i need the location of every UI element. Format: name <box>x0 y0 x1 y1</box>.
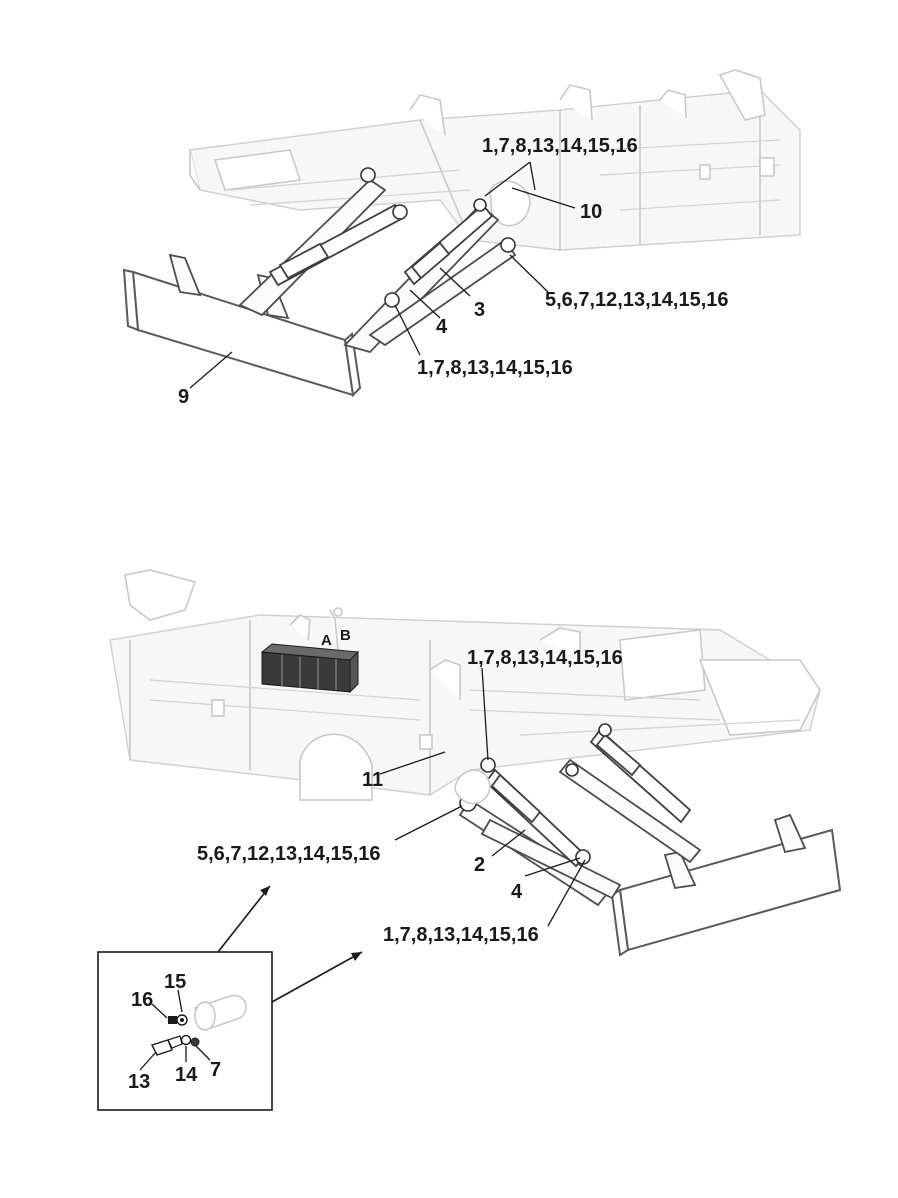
detail-callout-7: 7 <box>210 1059 221 1081</box>
detail-callout-14: 14 <box>175 1064 198 1086</box>
top-callout-pins-upper: 1,7,8,13,14,15,16 <box>482 135 638 157</box>
bottom-callout-11: 11 <box>362 769 383 791</box>
top-callout-3: 3 <box>474 299 485 321</box>
detail-callout-15: 15 <box>164 971 186 993</box>
top-callout-10: 10 <box>580 201 602 223</box>
bottom-callout-4: 4 <box>511 881 523 903</box>
bottom-callout-pivot: 5,6,7,12,13,14,15,16 <box>197 843 381 865</box>
detail-hardware <box>139 989 247 1071</box>
bottom-leader-lines <box>379 667 586 927</box>
bottom-assembly: A B 1,7,8,13,14,15,16 11 5,6,7,12,13,14,… <box>109 569 842 957</box>
bottom-callout-pins-upper: 1,7,8,13,14,15,16 <box>467 647 623 669</box>
detail-callout-16: 16 <box>131 989 153 1011</box>
detail-box <box>97 951 273 1111</box>
detail-arrow-to-pivot <box>217 885 271 953</box>
bottom-push-arms <box>458 758 702 907</box>
bottom-valve-block <box>260 643 360 694</box>
detail-arrowhead-pivot <box>260 886 270 896</box>
top-callout-pins-lower: 1,7,8,13,14,15,16 <box>417 357 573 379</box>
top-dozer-blade <box>122 253 362 398</box>
top-lift-cylinders <box>268 167 516 308</box>
detail-arrow-to-pins <box>271 951 363 1003</box>
detail-callout-13: 13 <box>128 1071 150 1093</box>
top-callout-9: 9 <box>178 386 189 408</box>
hardware-detail-inset: 15 16 7 13 14 <box>97 885 363 1111</box>
top-chassis-frame <box>189 69 801 251</box>
bottom-port-label-a: A <box>321 632 332 649</box>
top-callout-4: 4 <box>436 316 448 338</box>
bottom-port-label-b: B <box>340 627 351 644</box>
top-assembly: 1,7,8,13,14,15,16 10 3 4 5,6,7,12,13,14,… <box>122 69 801 408</box>
top-leader-lines <box>189 161 576 389</box>
bottom-callout-pins-lower: 1,7,8,13,14,15,16 <box>383 924 539 946</box>
detail-arrowhead-pins <box>351 952 362 961</box>
bottom-dozer-blade <box>610 813 842 957</box>
bottom-chassis-frame <box>109 569 821 801</box>
bottom-lift-cylinders <box>454 723 692 868</box>
top-callout-pivot: 5,6,7,12,13,14,15,16 <box>545 289 729 311</box>
bottom-callout-2: 2 <box>474 854 485 876</box>
